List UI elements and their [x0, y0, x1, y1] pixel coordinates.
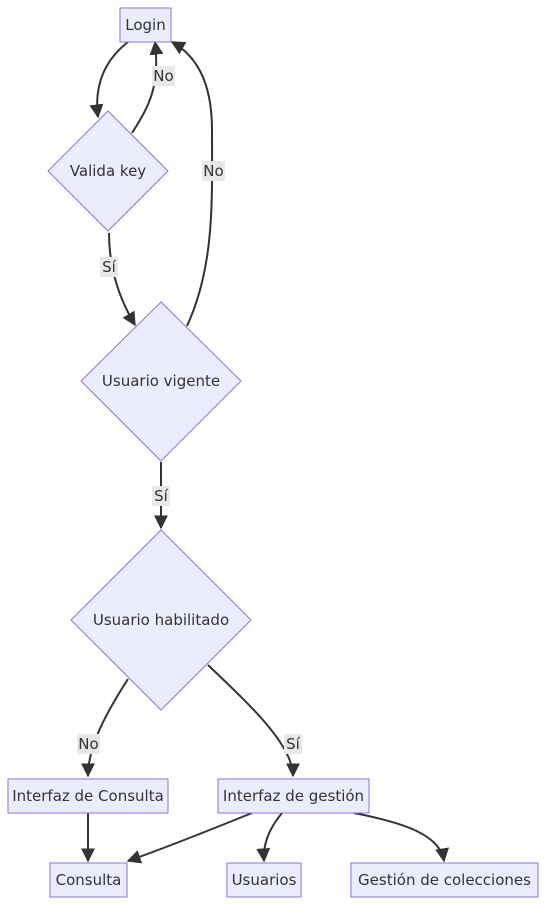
node-interfaz-gestion: Interfaz de gestión	[217, 778, 370, 814]
svg-text:Interfaz de Consulta: Interfaz de Consulta	[12, 787, 164, 805]
node-gestion-colecciones: Gestión de colecciones	[350, 862, 539, 898]
svg-text:Usuario habilitado: Usuario habilitado	[93, 611, 229, 629]
svg-text:Consulta: Consulta	[56, 871, 122, 889]
edge-habilitado-to-consulta-no	[81, 678, 129, 778]
node-login: Login	[119, 7, 172, 43]
svg-text:Sí: Sí	[154, 487, 169, 505]
svg-text:Usuarios: Usuarios	[232, 871, 297, 889]
edge-label-valida-si: Sí	[100, 257, 118, 277]
edge-label-habilitado-no: No	[77, 734, 100, 754]
svg-text:No: No	[153, 67, 173, 85]
node-interfaz-consulta: Interfaz de Consulta	[7, 778, 169, 814]
svg-text:Interfaz de gestión: Interfaz de gestión	[223, 787, 364, 805]
node-usuario-vigente: Usuario vigente	[80, 301, 242, 462]
edge-label-valida-no: No	[152, 66, 175, 86]
edge-label-vigente-si: Sí	[152, 486, 170, 506]
svg-text:Sí: Sí	[286, 735, 301, 753]
node-consulta: Consulta	[49, 862, 128, 898]
svg-text:No: No	[78, 735, 98, 753]
node-valida-key: Valida key	[47, 110, 169, 232]
edge-label-vigente-no: No	[202, 161, 225, 181]
svg-text:Sí: Sí	[102, 258, 117, 276]
edge-gestion-to-consulta	[126, 812, 253, 864]
node-usuario-habilitado: Usuario habilitado	[70, 529, 252, 711]
node-usuarios: Usuarios	[226, 862, 302, 898]
edge-label-habilitado-si: Sí	[284, 734, 302, 754]
svg-text:No: No	[203, 162, 223, 180]
edge-gestion-to-colecciones	[353, 812, 449, 863]
edge-valida-to-vigente-si	[108, 232, 136, 327]
svg-text:Login: Login	[125, 16, 165, 34]
edge-vigente-to-login-no	[170, 41, 214, 327]
svg-text:Valida key: Valida key	[70, 162, 146, 180]
svg-text:Usuario vigente: Usuario vigente	[102, 372, 220, 390]
edge-habilitado-to-gestion-si	[207, 664, 300, 778]
edge-login-to-valida	[89, 41, 129, 119]
edge-valida-to-login-no	[131, 40, 164, 134]
svg-text:Gestión de colecciones: Gestión de colecciones	[358, 871, 531, 889]
edge-gestion-to-usuarios	[256, 812, 283, 863]
